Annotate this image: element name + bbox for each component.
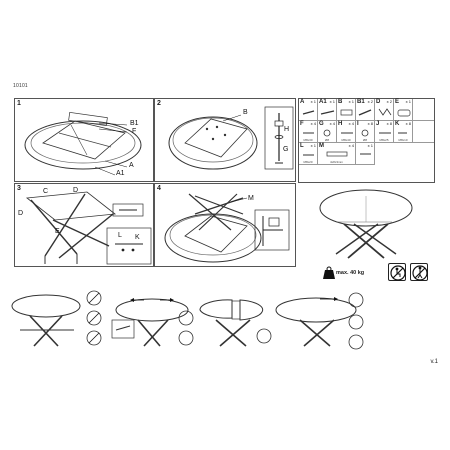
document-version: v.1 bbox=[430, 359, 438, 365]
part-cell: B x 1 bbox=[337, 99, 356, 121]
label-m: M bbox=[248, 195, 254, 202]
part-qty: x 2 bbox=[386, 99, 392, 104]
part-desc: M8x10 bbox=[398, 138, 408, 142]
part-letter: G bbox=[319, 121, 324, 127]
no-stand-icon bbox=[410, 263, 428, 281]
part-letter: L bbox=[300, 143, 304, 149]
step-2-panel: 2 B H G bbox=[154, 98, 296, 182]
part-letter: I bbox=[357, 121, 359, 127]
part-cell: K x 8 M8x10 bbox=[394, 121, 413, 143]
label-a: A bbox=[129, 162, 134, 169]
no-sit-icon bbox=[388, 263, 406, 281]
part-letter: B1 bbox=[357, 99, 365, 105]
part-letter: E bbox=[395, 99, 400, 105]
part-cell bbox=[413, 121, 434, 143]
part-letter: B bbox=[338, 99, 343, 105]
step-4-panel: 4 M bbox=[154, 183, 296, 267]
part-qty: x 8 bbox=[386, 121, 392, 126]
label-e: E bbox=[55, 228, 60, 235]
part-cell: B1 x 2 bbox=[356, 99, 375, 121]
label-l: L bbox=[118, 232, 122, 239]
part-letter: D bbox=[376, 99, 381, 105]
step-4-drawing bbox=[164, 193, 290, 263]
label-d-top: D bbox=[73, 187, 79, 194]
part-cell: A1 x 1 bbox=[318, 99, 337, 121]
part-desc: M8x25 bbox=[379, 138, 389, 142]
label-c: C bbox=[43, 188, 49, 195]
part-desc: 4x8x3mm bbox=[329, 160, 343, 164]
part-letter: K bbox=[395, 121, 400, 127]
part-letter: F bbox=[300, 121, 304, 127]
part-qty: x 2 bbox=[367, 99, 373, 104]
label-a1: A1 bbox=[116, 170, 125, 177]
part-letter: H bbox=[338, 121, 343, 127]
step-number: 2 bbox=[157, 100, 161, 107]
load-limit: max. 40 kg bbox=[322, 266, 374, 286]
part-cell: F x 4 M8x30 bbox=[299, 121, 318, 143]
part-qty: x 8 bbox=[405, 121, 411, 126]
part-qty: x 4 bbox=[329, 121, 335, 126]
part-letter: M bbox=[319, 143, 324, 149]
parts-list: A x 1 A1 x 1 B x 1 B1 x 2 D x 2 E x 1 F … bbox=[298, 98, 435, 183]
part-qty: x 4 bbox=[348, 121, 354, 126]
part-letter: A bbox=[300, 99, 305, 105]
part-cell: E x 1 bbox=[394, 99, 413, 121]
step-1-panel: 1 B1 F A A1 bbox=[14, 98, 154, 182]
step-number: 1 bbox=[17, 100, 21, 107]
part-cell: x 1 bbox=[356, 143, 375, 165]
step-3-drawing bbox=[25, 191, 152, 265]
parts-drawings bbox=[302, 108, 411, 157]
step-number: 3 bbox=[17, 185, 21, 192]
part-qty: x 1 bbox=[310, 99, 316, 104]
step-number: 4 bbox=[157, 185, 161, 192]
label-g: G bbox=[283, 146, 289, 153]
part-cell: A x 1 bbox=[299, 99, 318, 121]
part-desc: M8x20 bbox=[303, 160, 313, 164]
part-cell: M x 4 4x8x3mm bbox=[318, 143, 356, 165]
label-h: H bbox=[284, 126, 290, 133]
part-letter: A1 bbox=[319, 99, 327, 105]
part-cell: H x 4 M8x40 bbox=[337, 121, 356, 143]
part-cell: G x 4 Ø8 bbox=[318, 121, 337, 143]
part-cell bbox=[413, 99, 434, 121]
part-qty: x 8 bbox=[367, 121, 373, 126]
part-desc: M8x30 bbox=[303, 138, 313, 142]
part-qty: x 4 bbox=[348, 143, 354, 148]
document-code: 10101 bbox=[13, 83, 28, 89]
step-3-panel: 3 C D D E K L bbox=[14, 183, 154, 267]
weight-icon bbox=[323, 266, 335, 279]
part-cell: D x 2 bbox=[375, 99, 394, 121]
label-b: B bbox=[243, 109, 248, 116]
part-desc: Ø8 bbox=[324, 138, 329, 142]
part-letter: J bbox=[376, 121, 380, 127]
label-f: F bbox=[132, 128, 137, 135]
part-desc: Ø8 bbox=[362, 138, 367, 142]
label-b1: B1 bbox=[130, 120, 139, 127]
part-desc: M8x40 bbox=[341, 138, 351, 142]
part-qty: x 1 bbox=[348, 99, 354, 104]
part-cell: L x 1 M8x20 bbox=[299, 143, 318, 165]
part-qty: x 1 bbox=[405, 99, 411, 104]
label-d-left: D bbox=[18, 210, 24, 217]
part-cell: J x 8 M8x25 bbox=[375, 121, 394, 143]
step-1-drawing bbox=[24, 111, 142, 176]
step-2-drawing bbox=[168, 106, 294, 170]
part-qty: x 4 bbox=[310, 121, 316, 126]
part-cell: I x 8 Ø8 bbox=[356, 121, 375, 143]
part-qty: x 1 bbox=[329, 99, 335, 104]
part-qty: x 1 bbox=[310, 143, 316, 148]
part-qty: x 1 bbox=[367, 143, 373, 148]
label-k: K bbox=[135, 234, 140, 241]
load-limit-text: max. 40 kg bbox=[336, 270, 365, 276]
